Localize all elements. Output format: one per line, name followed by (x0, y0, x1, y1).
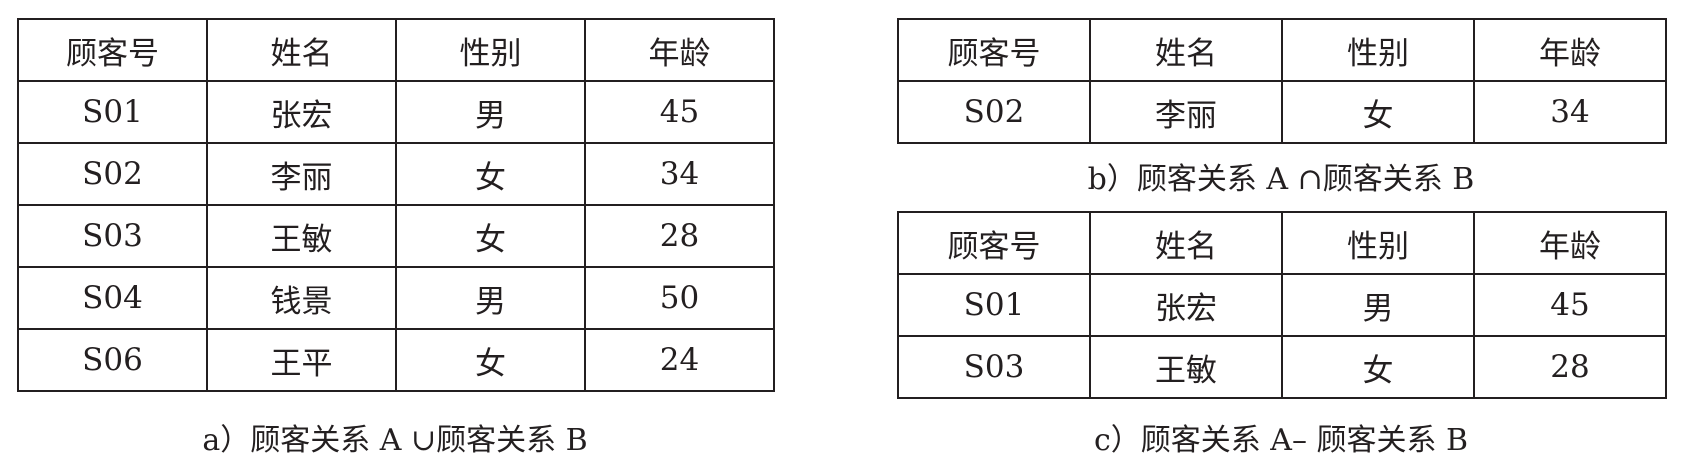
cell-name: 李丽 (1089, 80, 1283, 144)
header-name: 姓名 (206, 18, 397, 82)
cell-name: 钱景 (206, 266, 397, 330)
table-row: S03 王敏 女 28 (897, 335, 1667, 399)
header-gender: 性别 (1281, 18, 1475, 82)
difference-table: 顾客号 姓名 性别 年龄 S01 张宏 男 45 S03 王敏 女 28 (897, 211, 1667, 399)
cell-gender: 男 (1281, 273, 1475, 337)
table-row: S03 王敏 女 28 (17, 204, 775, 268)
union-table-caption: a）顾客关系 A ∪顾客关系 B (202, 423, 588, 458)
cell-age: 34 (584, 142, 775, 206)
intersection-table: 顾客号 姓名 性别 年龄 S02 李丽 女 34 (897, 18, 1667, 144)
table-row: S01 张宏 男 45 (17, 80, 775, 144)
intersection-table-caption: b）顾客关系 A ∩顾客关系 B (1087, 162, 1475, 197)
cell-name: 李丽 (206, 142, 397, 206)
cell-age: 28 (1473, 335, 1667, 399)
table-header-row: 顾客号 姓名 性别 年龄 (897, 211, 1667, 275)
cell-gender: 女 (395, 142, 586, 206)
cell-age: 24 (584, 328, 775, 392)
table-row: S04 钱景 男 50 (17, 266, 775, 330)
table-row: S02 李丽 女 34 (17, 142, 775, 206)
cell-customer-id: S04 (17, 266, 208, 330)
cell-gender: 女 (1281, 80, 1475, 144)
cell-customer-id: S06 (17, 328, 208, 392)
cell-name: 张宏 (1089, 273, 1283, 337)
cell-gender: 男 (395, 266, 586, 330)
cell-name: 王敏 (1089, 335, 1283, 399)
cell-customer-id: S03 (17, 204, 208, 268)
table-row: S06 王平 女 24 (17, 328, 775, 392)
cell-age: 28 (584, 204, 775, 268)
cell-customer-id: S01 (897, 273, 1091, 337)
cell-gender: 男 (395, 80, 586, 144)
cell-name: 王敏 (206, 204, 397, 268)
cell-age: 34 (1473, 80, 1667, 144)
header-age: 年龄 (1473, 18, 1667, 82)
cell-customer-id: S03 (897, 335, 1091, 399)
header-customer-id: 顾客号 (17, 18, 208, 82)
cell-customer-id: S02 (17, 142, 208, 206)
header-gender: 性别 (1281, 211, 1475, 275)
table-row: S01 张宏 男 45 (897, 273, 1667, 337)
cell-age: 45 (1473, 273, 1667, 337)
header-name: 姓名 (1089, 18, 1283, 82)
union-table: 顾客号 姓名 性别 年龄 S01 张宏 男 45 S02 李丽 女 34 S03… (17, 18, 775, 392)
header-name: 姓名 (1089, 211, 1283, 275)
cell-age: 45 (584, 80, 775, 144)
header-age: 年龄 (584, 18, 775, 82)
cell-customer-id: S02 (897, 80, 1091, 144)
header-customer-id: 顾客号 (897, 211, 1091, 275)
header-age: 年龄 (1473, 211, 1667, 275)
table-header-row: 顾客号 姓名 性别 年龄 (17, 18, 775, 82)
table-row: S02 李丽 女 34 (897, 80, 1667, 144)
cell-name: 张宏 (206, 80, 397, 144)
cell-name: 王平 (206, 328, 397, 392)
header-customer-id: 顾客号 (897, 18, 1091, 82)
header-gender: 性别 (395, 18, 586, 82)
table-header-row: 顾客号 姓名 性别 年龄 (897, 18, 1667, 82)
cell-customer-id: S01 (17, 80, 208, 144)
cell-age: 50 (584, 266, 775, 330)
difference-table-caption: c）顾客关系 A– 顾客关系 B (1093, 423, 1469, 458)
cell-gender: 女 (395, 204, 586, 268)
cell-gender: 女 (1281, 335, 1475, 399)
cell-gender: 女 (395, 328, 586, 392)
